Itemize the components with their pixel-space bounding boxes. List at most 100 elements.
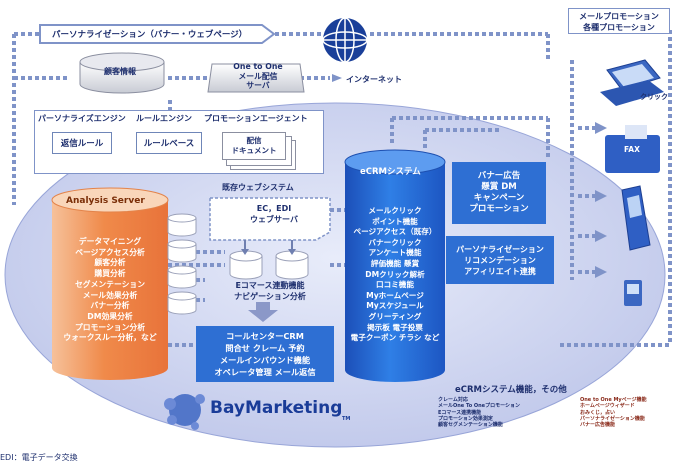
personalize-line: リコメンデーション — [464, 255, 536, 265]
ecommerce-line-2: ナビゲーション分析 — [234, 291, 306, 301]
promo-line: 懸賞 DM — [481, 182, 517, 192]
baymarketing-logo-splash — [164, 394, 205, 430]
function-item: バナー広告機能 — [580, 422, 616, 429]
mail-server-line-1: One to One — [233, 62, 283, 71]
analysis-item: データマイニング — [78, 237, 142, 246]
callcenter-line: メールインバウンド機能 — [219, 355, 311, 365]
ecrm-item: グリーティング — [368, 311, 422, 321]
ecrm-title: eCRMシステム — [360, 167, 421, 177]
mail-server-line-3: サーバ — [246, 81, 270, 90]
delivery-document-box: 配信 ドキュメント — [222, 132, 286, 160]
rule-engine-label: ルールエンジン — [136, 114, 192, 123]
pda-icon — [624, 280, 642, 306]
ecrm-item: 口コミ機能 — [376, 280, 414, 290]
click-label: クリック — [640, 93, 668, 101]
analysis-item: 購買分析 — [94, 269, 126, 279]
ecrm-item: DMクリック解析 — [365, 269, 425, 279]
ecrm-items: メールクリック ポイント機能 ページアクセス（既存） バナークリック アンケート… — [335, 206, 455, 344]
analysis-server-cylinder — [51, 187, 169, 380]
analysis-item: 顧客分析 — [94, 258, 126, 268]
ecrm-item: Myホームページ — [366, 290, 424, 300]
mail-server-icon — [207, 63, 305, 93]
callcenter-line: オペレータ管理 メール返信 — [214, 367, 316, 377]
promotion-box: バナー広告 懸賞 DM キャンペーン プロモーション — [452, 162, 546, 224]
promo-line: キャンペーン — [473, 193, 525, 203]
promotion-agent-label: プロモーションエージェント — [204, 114, 308, 123]
promo-line: バナー広告 — [477, 171, 521, 181]
right-header-line-1: メールプロモーション — [579, 12, 659, 21]
function-item: メールOne To Oneプロモーション — [438, 403, 520, 410]
top-banner-arrow — [39, 24, 276, 44]
personalize-engine-label: パーソナライズエンジン — [38, 114, 126, 123]
ecrm-item: バナークリック — [368, 237, 422, 247]
mobile-phone-icon — [621, 185, 651, 251]
analysis-item: DM効果分析 — [87, 311, 133, 321]
callcenter-box: コールセンターCRM 問合せ クレーム 予約 メールインバウンド機能 オペレータ… — [196, 326, 334, 382]
function-item: ホームページウィザード — [580, 403, 635, 410]
ecrm-cylinder — [344, 149, 446, 382]
callcenter-line: コールセンターCRM — [226, 331, 304, 341]
functions-right-list: One to One Myページ機能 ホームページウィザード おみくじ，占い パ… — [580, 397, 647, 428]
mail-server-label: One to One メール配信 サーバ — [218, 62, 298, 91]
ec-server-line-1: EC，EDI — [256, 204, 292, 213]
ec-server-box — [209, 197, 331, 241]
ecrm-item: メールクリック — [368, 206, 422, 215]
analysis-item: バナー分析 — [90, 301, 130, 311]
customer-database-icon — [79, 52, 165, 94]
connection-lines — [12, 30, 672, 347]
analysis-item: ウォークスルー分析，など — [63, 333, 157, 343]
ec-server-line-2: ウェブサーバ — [250, 215, 298, 224]
mail-server-line-2: メール配信 — [238, 71, 278, 81]
ec-server-arrows — [244, 240, 293, 250]
right-header-line-2: 各種プロモーション — [583, 23, 655, 32]
ecommerce-label: Eコマース連動機能 ナビゲーション分析 — [210, 281, 330, 302]
ecrm-item: 評価機能 懸賞 — [370, 258, 420, 268]
ecrm-item: ポイント機能 — [372, 216, 418, 226]
personalize-line: パーソナライゼーション — [456, 244, 544, 254]
analysis-server-items: データマイニング ページアクセス分析 顧客分析 購買分析 セグメンテーション メ… — [46, 237, 174, 344]
function-item: Eコマース連携機能 — [438, 409, 482, 416]
functions-title: eCRMシステム機能，その他 — [455, 385, 567, 395]
function-item: プロモーション効果測定 — [438, 415, 493, 422]
ec-server-label: EC，EDI ウェブサーバ — [226, 203, 322, 225]
logo-trademark: TM — [342, 416, 351, 422]
customer-info-label: 顧客情報 — [104, 67, 136, 76]
personalize-line: アフィリエイト連携 — [464, 266, 536, 276]
pc-icon — [600, 59, 664, 106]
ecrm-item: Myスケジュール — [366, 301, 424, 311]
small-database-icons — [167, 213, 309, 315]
footnote: EDI：電子データ交換 — [0, 453, 78, 462]
delivery-doc-line-1: 配信 — [246, 136, 262, 145]
existing-web-label: 既存ウェブシステム — [222, 183, 294, 192]
top-banner-label: パーソナライゼーション（バナー・ウェブページ） — [52, 30, 248, 40]
function-item: パーソナライゼーション機能 — [580, 415, 645, 422]
reply-rules-box: 返信ルール — [52, 132, 112, 154]
delivery-doc-line-2: ドキュメント — [231, 146, 277, 155]
analysis-item: メール効果分析 — [82, 290, 138, 300]
internet-globe-icon — [322, 17, 368, 63]
ecommerce-line-1: Eコマース連動機能 — [235, 281, 305, 290]
baymarketing-logo-text: BayMarketing — [210, 398, 343, 418]
rule-base-box: ルールベース — [136, 132, 202, 154]
callcenter-arrow — [248, 302, 278, 322]
callcenter-line: 問合せ クレーム 予約 — [225, 343, 305, 353]
function-item: One to One Myページ機能 — [580, 397, 647, 403]
internet-label: インターネット — [346, 75, 402, 84]
function-item: クレーム対応 — [438, 397, 468, 403]
ecrm-item: ページアクセス（既存） — [353, 227, 437, 237]
function-item: おみくじ，占い — [580, 409, 616, 416]
analysis-item: セグメンテーション — [74, 279, 145, 289]
fax-icon — [605, 125, 660, 173]
functions-left-list: クレーム対応 メールOne To Oneプロモーション Eコマース連携機能 プロ… — [438, 397, 520, 428]
ecrm-item: 電子クーポン チラシ など — [350, 333, 440, 343]
promo-line: プロモーション — [469, 204, 529, 214]
analysis-item: プロモーション分析 — [74, 322, 145, 332]
personalization-box: パーソナライゼーション リコメンデーション アフィリエイト連携 — [446, 236, 554, 284]
ecrm-item: 掲示板 電子投票 — [367, 322, 423, 332]
function-item: 顧客セグメンテーション機能 — [438, 422, 503, 429]
ecrm-item: アンケート機能 — [368, 248, 422, 258]
mail-promotion-header: メールプロモーション 各種プロモーション — [568, 8, 670, 34]
analysis-item: ページアクセス分析 — [75, 247, 145, 257]
analysis-server-title: Analysis Server — [66, 196, 145, 206]
fax-label: FAX — [624, 145, 640, 154]
